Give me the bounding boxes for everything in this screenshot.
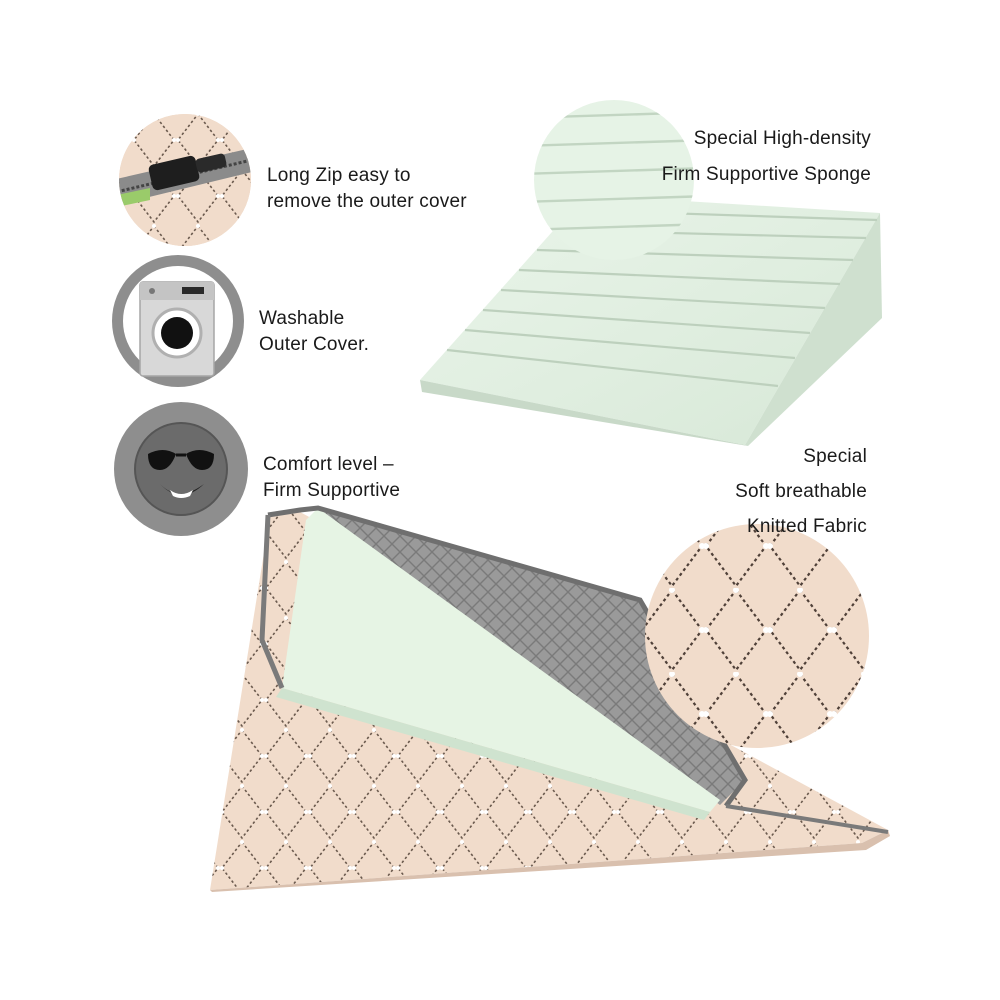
zipper-label-line-2: remove the outer cover <box>267 191 467 212</box>
comfort-label-line-2: Firm Supportive <box>263 480 401 501</box>
fabric-label-line-2: Soft breathable <box>735 481 867 502</box>
sponge-label-line-2: Firm Supportive Sponge <box>661 164 871 185</box>
washable-feature-label: Washable Outer Cover. <box>259 306 369 358</box>
zipper-icon <box>119 114 251 246</box>
washable-label-line-2: Outer Cover. <box>259 334 370 355</box>
fabric-label-line-3: Knitted Fabric <box>746 516 867 537</box>
fabric-callout-label: Special Soft breathable Knitted Fabric <box>735 439 867 544</box>
foam-wedge <box>420 195 882 446</box>
washing-machine-icon <box>112 255 244 387</box>
zipper-feature-label: Long Zip easy to remove the outer cover <box>267 163 467 215</box>
comfort-label-line-1: Comfort level – <box>263 454 394 475</box>
sponge-callout-label: Special High-density Firm Supportive Spo… <box>662 121 871 193</box>
zipper-label-line-1: Long Zip easy to <box>267 165 411 186</box>
fabric-zoom-circle <box>645 524 869 748</box>
sponge-label-line-1: Special High-density <box>693 128 871 149</box>
wedge-with-cover <box>210 505 890 892</box>
fabric-label-line-1: Special <box>803 446 867 467</box>
comfort-feature-label: Comfort level – Firm Supportive <box>263 452 400 504</box>
washable-label-line-1: Washable <box>259 308 345 329</box>
sunglasses-smiley-icon <box>114 402 248 536</box>
